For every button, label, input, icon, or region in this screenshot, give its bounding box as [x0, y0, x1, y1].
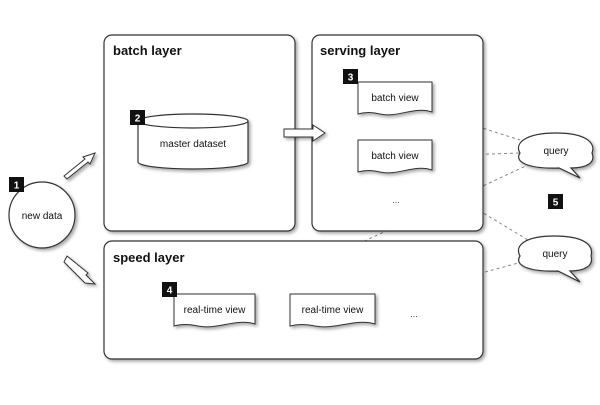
- badge-1-label: 1: [14, 181, 20, 192]
- realtime-view-2: real-time view: [289, 293, 376, 328]
- query-1-label: query: [543, 146, 568, 157]
- badge-3-label: 3: [348, 73, 354, 84]
- query-bubble-1: query: [517, 132, 594, 179]
- serving-layer-title: serving layer: [320, 43, 400, 58]
- serving-layer-more: ...: [392, 195, 400, 205]
- badge-4-label: 4: [167, 286, 173, 297]
- badge-1: 1: [9, 177, 24, 192]
- arrow-batch-to-serving: [283, 124, 326, 142]
- query-2-label: query: [542, 249, 567, 260]
- batch-view-1: batch view: [357, 81, 433, 116]
- arrow-to-batch-layer: [63, 152, 96, 180]
- master-dataset-node: [137, 113, 249, 170]
- badge-2-label: 2: [135, 114, 141, 125]
- batch-layer-title: batch layer: [113, 43, 182, 58]
- realtime-view-1: real-time view: [173, 293, 256, 328]
- badge-5: 5: [548, 194, 563, 209]
- batch-view-2: batch view: [357, 139, 433, 174]
- batch-view-2-label: batch view: [371, 151, 419, 162]
- arrow-to-speed-layer: [63, 255, 97, 285]
- batch-view-1-label: batch view: [371, 93, 419, 104]
- speed-layer-title: speed layer: [113, 250, 185, 265]
- realtime-view-1-label: real-time view: [184, 305, 246, 316]
- realtime-view-2-label: real-time view: [302, 305, 364, 316]
- badge-4: 4: [162, 282, 177, 297]
- speed-layer-more: ...: [410, 309, 418, 319]
- master-dataset-label: master dataset: [160, 139, 226, 150]
- badge-2: 2: [130, 110, 145, 125]
- new-data-node: new data: [8, 181, 76, 249]
- badge-5-label: 5: [553, 198, 559, 209]
- new-data-label: new data: [22, 211, 63, 222]
- badge-3: 3: [343, 69, 358, 84]
- query-bubble-2: query: [517, 235, 593, 283]
